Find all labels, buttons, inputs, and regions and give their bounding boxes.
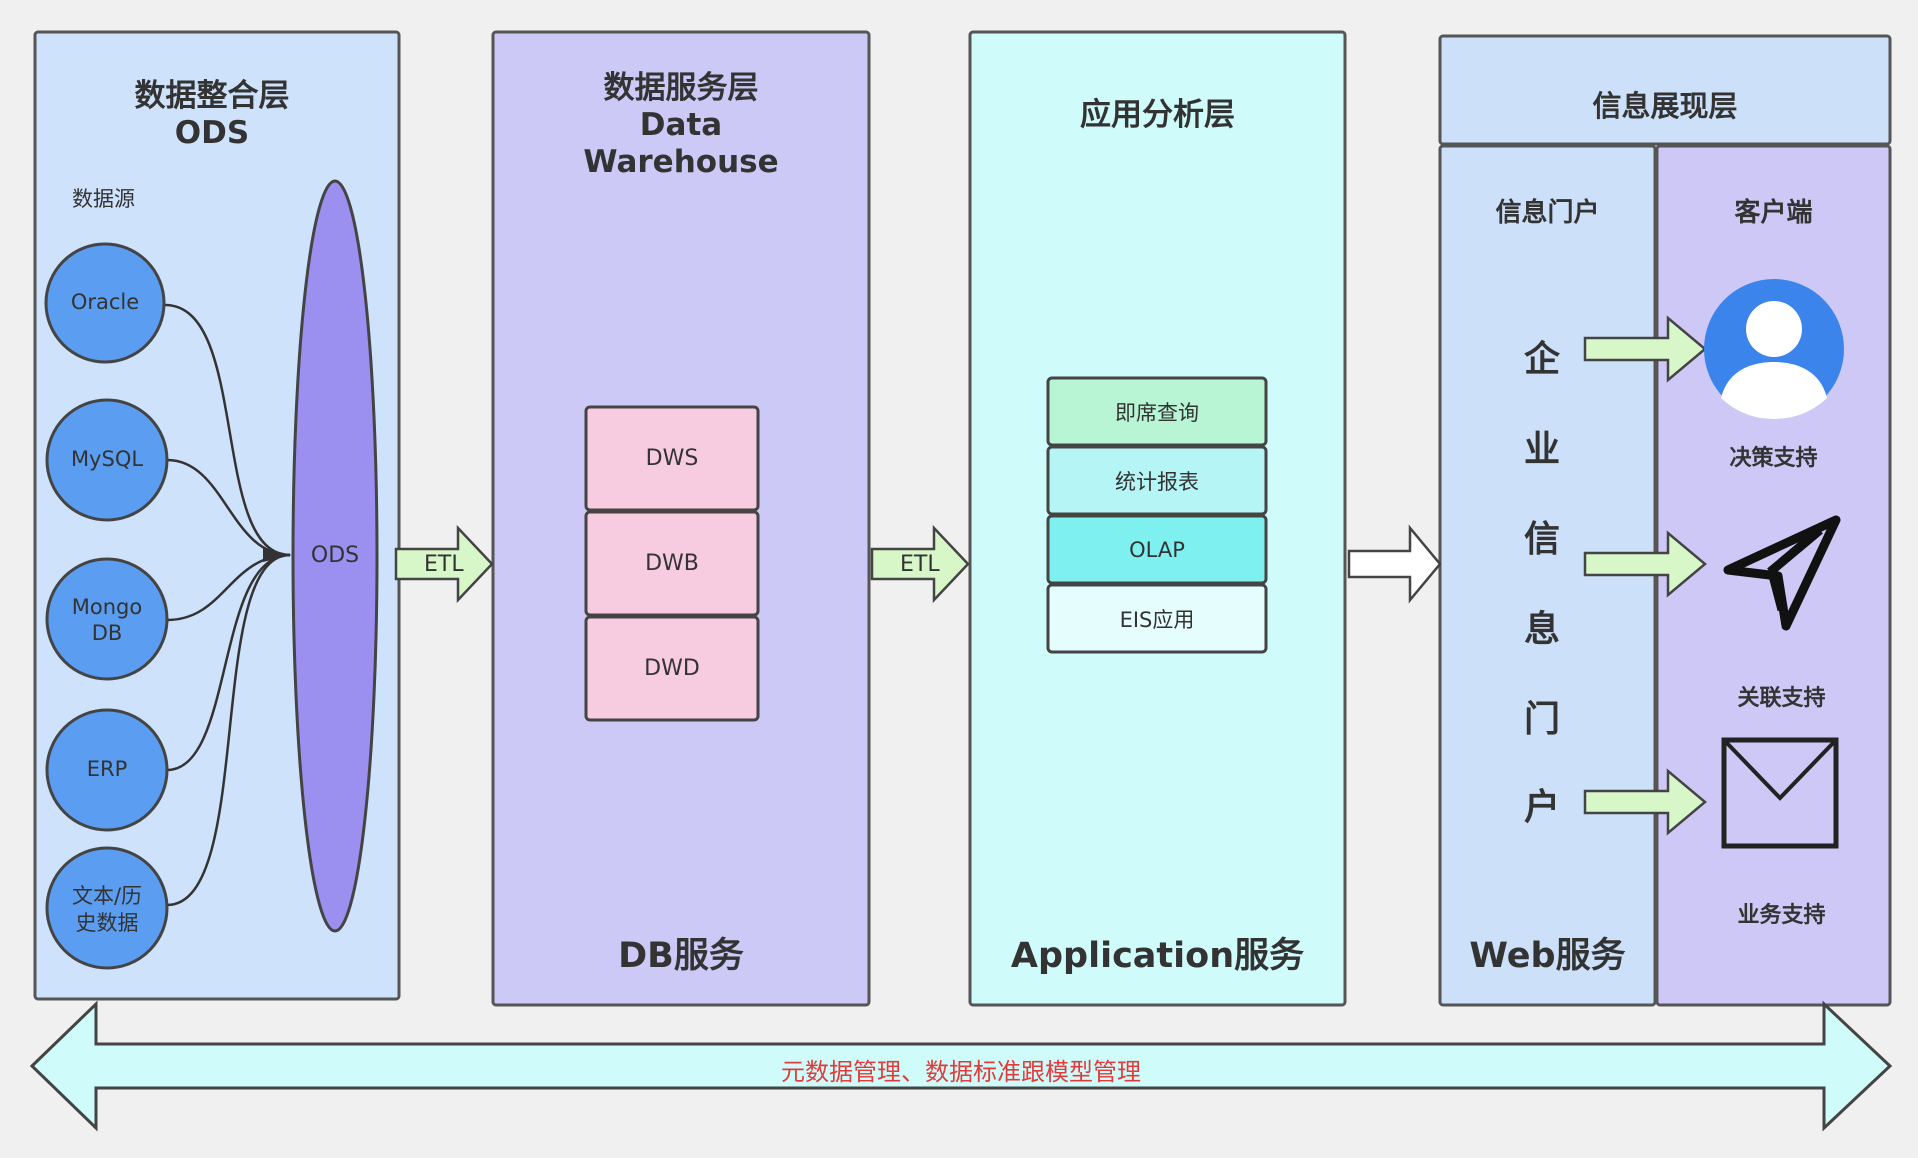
info-title: 信息展现层 [1592,89,1738,123]
app-service-label: Application服务 [1010,936,1305,976]
dw-box-dws-label: DWS [645,446,699,471]
app-item-adhoc-label: 即席查询 [1115,400,1199,425]
source-label-text-history: 文本/历 史数据 [48,883,166,937]
etl-arrow-1 [394,524,494,604]
portal-title: 信息门户 [1495,198,1600,228]
app-item-olap [1046,514,1268,585]
source-mysql-text: MySQL [70,447,144,471]
app-item-olap-label: OLAP [1129,537,1185,562]
source-circle-oracle [44,242,166,364]
dw-box-dwb-label: DWB [645,551,699,576]
sources-label: 数据源 [72,187,135,211]
dw-box-dwd-label: DWD [644,656,700,681]
source-mongodb-text-line1: Mongo [71,595,143,619]
dw-box-dws [584,405,760,512]
source-circle-text-history [45,846,169,970]
app-title: 应用分析层 [1080,97,1235,133]
source-circle-mongodb [45,557,169,681]
source-erp-text: ERP [86,757,128,781]
app-item-report [1046,445,1268,516]
source-oracle-text: Oracle [70,290,140,314]
dw-box-dwd [584,615,760,722]
client-item-association: 关联支持 [1737,686,1826,711]
connector-arrowhead [263,548,292,562]
client-item-business: 业务支持 [1737,903,1826,928]
ods-title: 数据整合层 ODS [35,78,389,152]
send-icon [1723,515,1841,631]
portal-char-4: 息 [1523,609,1560,650]
app-item-eis-label: EIS应用 [1119,607,1195,632]
source-connectors [164,303,291,907]
etl-label-2: ETL [900,552,940,577]
info-layer-header [1438,34,1892,146]
app-item-report-label: 统计报表 [1115,469,1199,494]
client-title: 客户端 [1734,198,1813,228]
source-mongodb-text-line2: DB [91,621,123,645]
ods-title-line1: 数据整合层 [134,78,290,114]
source-circle-erp [45,708,169,832]
source-label-erp: ERP [48,757,166,781]
portal-char-2: 业 [1523,429,1560,470]
web-service-label: Web服务 [1469,936,1626,976]
metadata-double-arrow [29,1000,1893,1132]
app-item-eis [1046,583,1268,654]
portal-arrow-1 [1583,315,1707,383]
metadata-label: 元数据管理、数据标准跟模型管理 [781,1058,1141,1086]
user-icon [1704,279,1844,419]
etl-arrow-2 [870,524,970,604]
dw-title: 数据服务层 Data Warehouse [493,70,869,181]
portal-char-6: 户 [1523,787,1560,828]
output-arrow [1347,524,1442,604]
client-item-decision: 决策支持 [1729,446,1818,471]
portal-arrow-3 [1583,768,1707,836]
dw-title-line3: Warehouse [583,144,779,180]
app-item-adhoc [1046,376,1268,447]
dw-service-label: DB服务 [618,936,744,976]
dw-title-line2: Data [639,107,723,143]
portal-arrow-2 [1583,530,1707,598]
etl-label-1: ETL [424,552,464,577]
portal-char-3: 信 [1523,519,1560,560]
source-text-history-line1: 文本/历 [71,884,143,908]
portal-char-1: 企 [1523,339,1560,380]
mail-icon [1721,737,1839,849]
ods-title-line2: ODS [174,115,250,151]
dw-box-dwb [584,510,760,617]
dw-title-line1: 数据服务层 [603,70,759,106]
portal-char-5: 门 [1523,699,1560,740]
source-text-history-line2: 史数据 [75,911,139,935]
ods-ellipse-label: ODS [310,543,360,568]
source-circle-mysql [45,398,169,522]
ods-ellipse [291,179,379,933]
source-label-oracle: Oracle [46,290,164,314]
source-label-mongodb: Mongo DB [48,594,166,646]
source-label-mysql: MySQL [48,447,166,471]
